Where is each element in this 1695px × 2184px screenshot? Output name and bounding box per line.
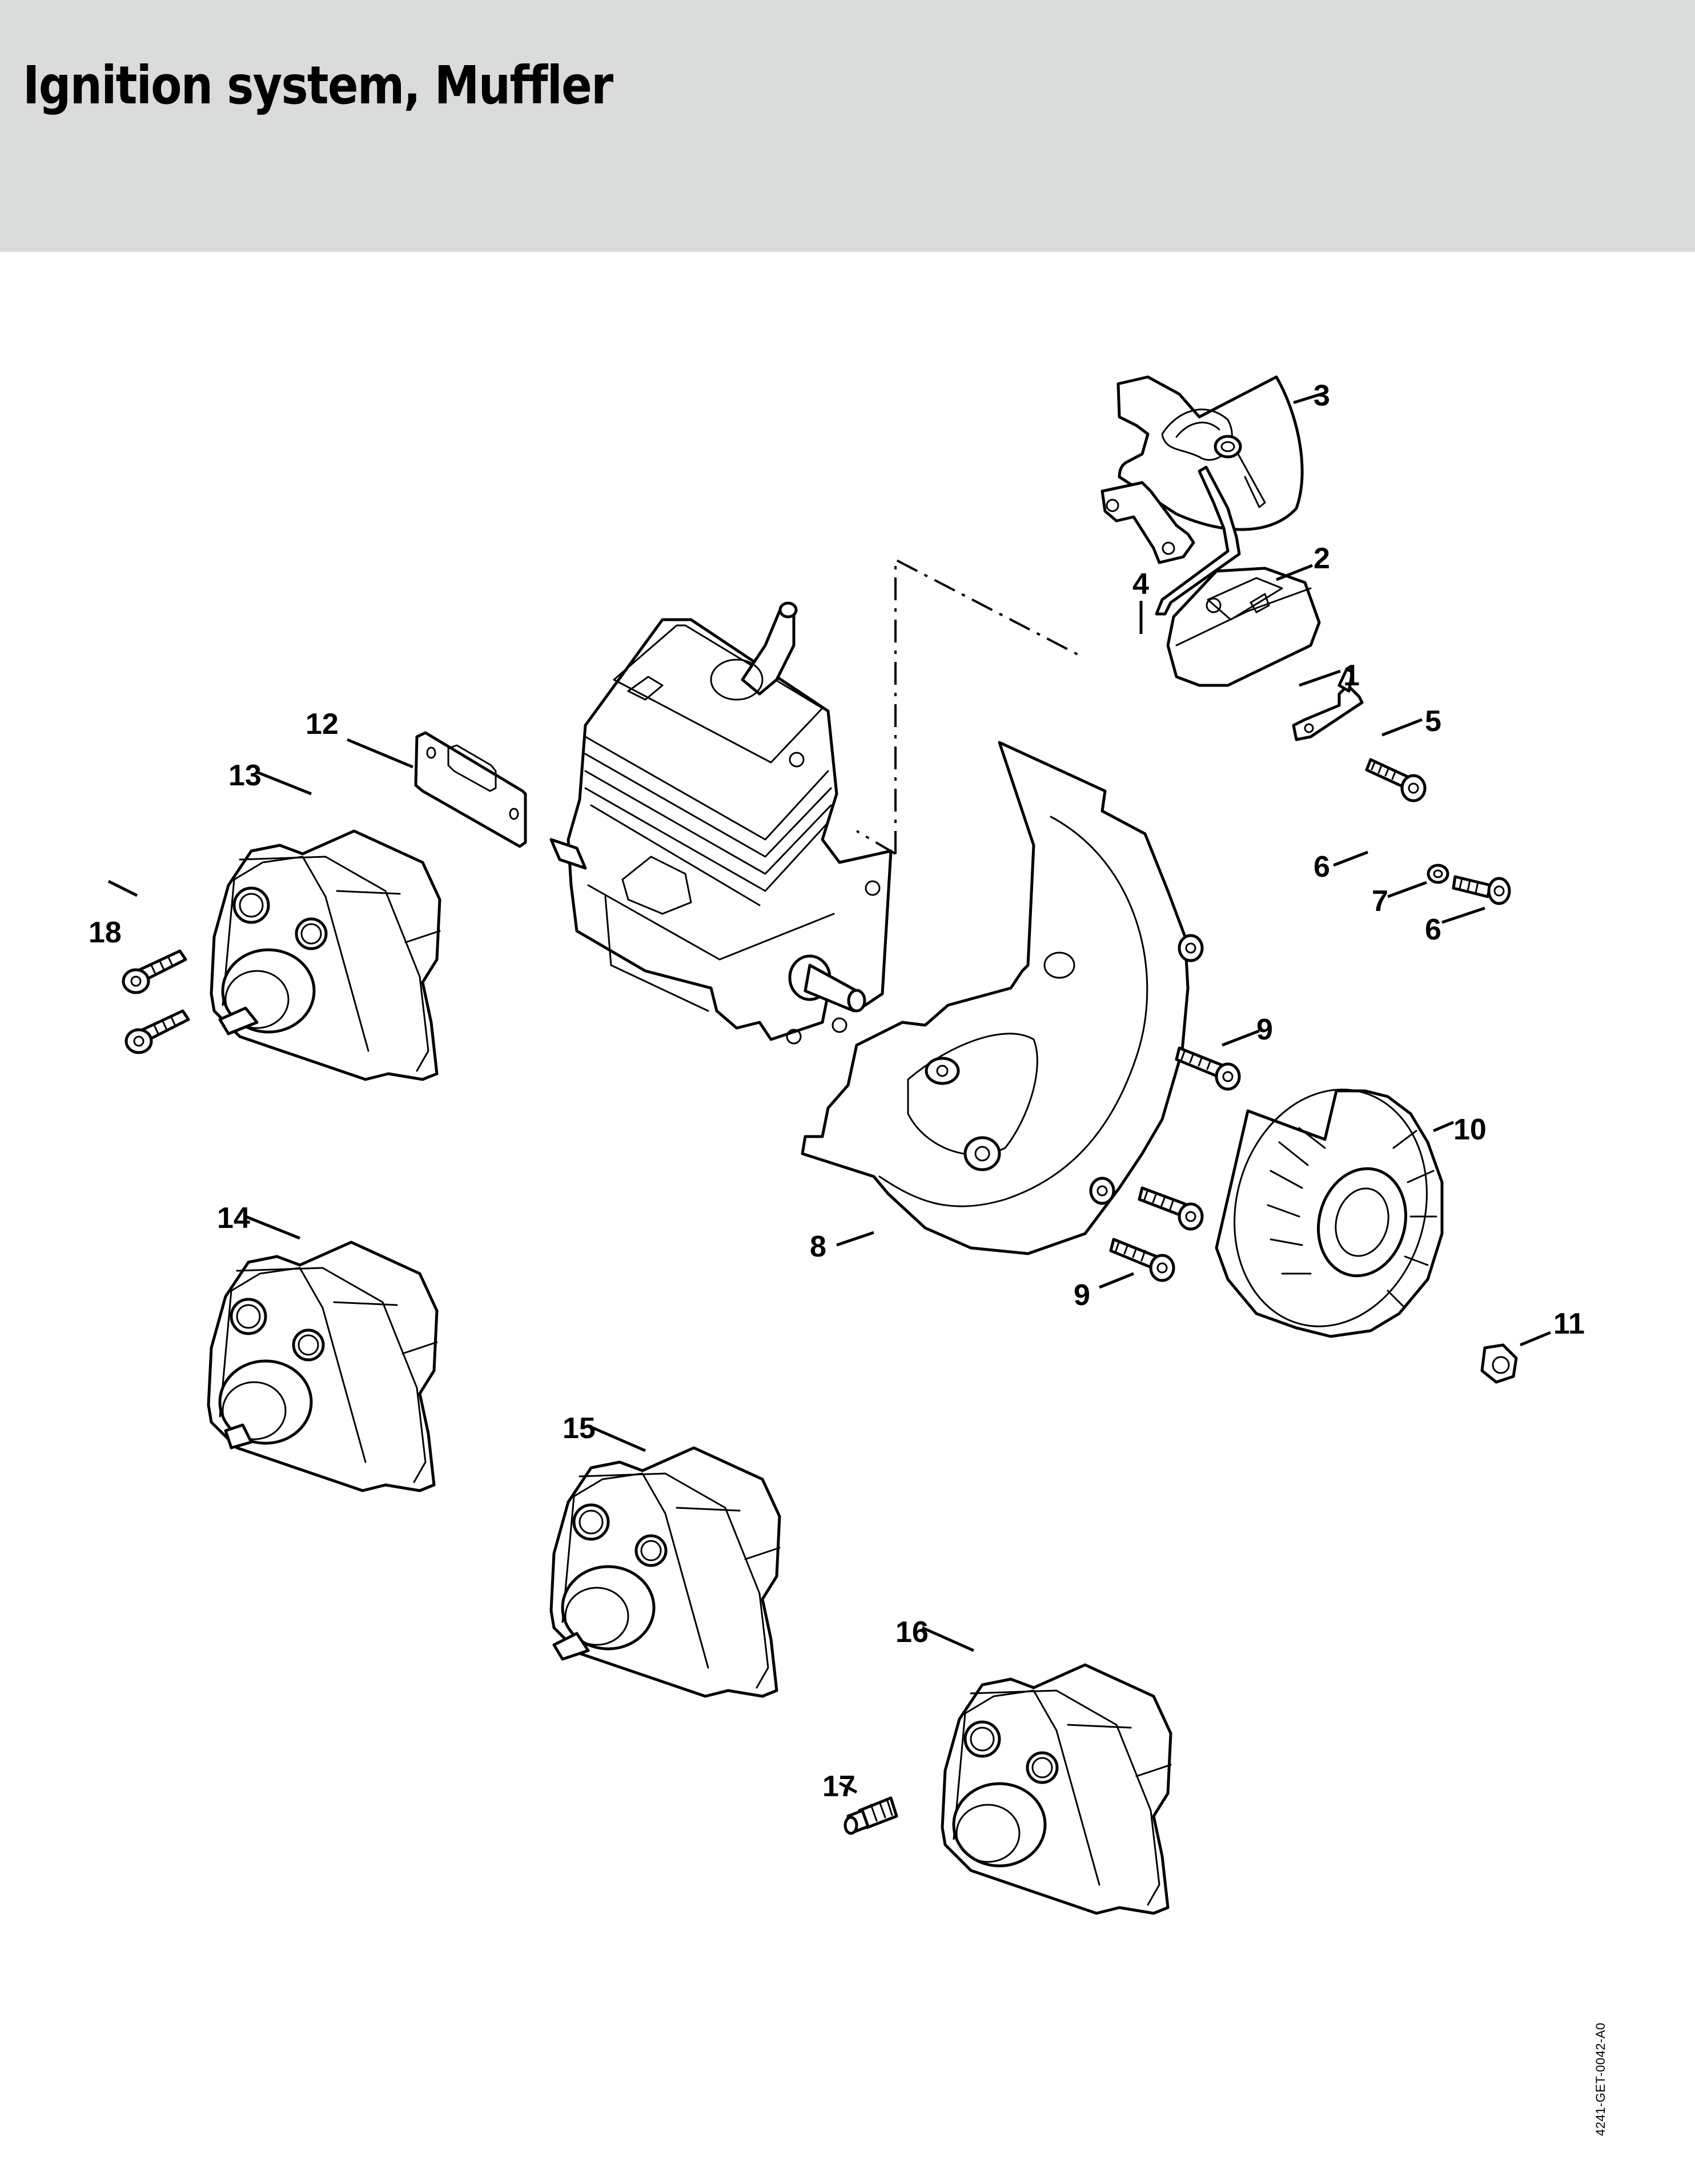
leader-17 bbox=[838, 1781, 858, 1794]
callout-11[interactable]: 11 bbox=[1553, 1307, 1585, 1340]
ignition-module-icon[interactable] bbox=[1166, 567, 1321, 687]
alignment-line bbox=[894, 557, 1083, 854]
muffler-gasket-icon[interactable] bbox=[414, 731, 527, 848]
callout-15[interactable]: 15 bbox=[563, 1412, 596, 1445]
leader-15 bbox=[592, 1426, 646, 1452]
leader-2 bbox=[1276, 564, 1313, 581]
leader-5 bbox=[1381, 718, 1423, 737]
screw-9-lower-icon[interactable] bbox=[1109, 1238, 1175, 1282]
washer-7-icon[interactable] bbox=[1427, 864, 1449, 884]
leader-lines bbox=[107, 391, 1551, 1794]
callout-4[interactable]: 4 bbox=[1132, 568, 1149, 601]
leader-16 bbox=[921, 1626, 975, 1652]
callout-17[interactable]: 17 bbox=[822, 1770, 855, 1803]
spark-plug-boot-cover-icon[interactable] bbox=[1116, 375, 1304, 531]
document-id: 4241-GET-0042-A0 bbox=[1593, 2022, 1608, 2136]
leader-7 bbox=[1387, 881, 1427, 898]
callout-2[interactable]: 2 bbox=[1314, 542, 1330, 575]
callout-10[interactable]: 10 bbox=[1453, 1113, 1487, 1146]
callout-7[interactable]: 7 bbox=[1372, 885, 1388, 918]
muffler-16-icon[interactable] bbox=[942, 1665, 1171, 1913]
muffler-15-icon[interactable] bbox=[551, 1448, 780, 1696]
callout-6-upper[interactable]: 6 bbox=[1314, 850, 1330, 884]
leader-18 bbox=[107, 880, 138, 897]
leader-6b bbox=[1441, 906, 1485, 924]
leader-9a bbox=[1222, 1029, 1260, 1047]
screw-6-upper-icon[interactable] bbox=[1365, 758, 1427, 802]
screw-6-lower-icon[interactable] bbox=[1452, 875, 1511, 905]
hex-nut-icon[interactable] bbox=[1480, 1343, 1518, 1384]
ignition-lead-icon bbox=[1155, 465, 1241, 616]
fan-housing-icon[interactable] bbox=[801, 741, 1204, 1255]
contact-bracket-icon[interactable] bbox=[1100, 481, 1195, 564]
muffler-14-icon[interactable] bbox=[208, 1242, 437, 1491]
muffler-screw-18-upper-icon[interactable] bbox=[122, 949, 187, 994]
callout-numbers: 3 2 4 1 5 6 7 6 9 10 11 9 8 12 13 18 14 … bbox=[89, 379, 1585, 1803]
callout-13[interactable]: 13 bbox=[228, 759, 262, 792]
leader-9b bbox=[1099, 1272, 1134, 1289]
callout-6-lower[interactable]: 6 bbox=[1425, 913, 1441, 946]
callout-9-lower[interactable]: 9 bbox=[1074, 1279, 1090, 1312]
callout-5[interactable]: 5 bbox=[1425, 705, 1441, 738]
leader-8 bbox=[836, 1231, 874, 1247]
spark-arresting-screen-icon[interactable] bbox=[844, 1796, 898, 1835]
leader-14 bbox=[245, 1215, 300, 1240]
page-title: Ignition system, Muffler bbox=[23, 55, 613, 116]
spring-clip-icon[interactable] bbox=[1214, 435, 1266, 508]
screw-9-middle-icon[interactable] bbox=[1138, 1186, 1204, 1231]
leader-10 bbox=[1433, 1121, 1454, 1133]
engine-cylinder-icon bbox=[549, 601, 893, 1045]
callout-8[interactable]: 8 bbox=[810, 1230, 826, 1263]
muffler-13-icon[interactable] bbox=[211, 831, 440, 1079]
leader-11 bbox=[1520, 1331, 1551, 1347]
header-band: Ignition system, Muffler bbox=[0, 0, 1695, 252]
screw-9-upper-icon[interactable] bbox=[1175, 1046, 1241, 1091]
callout-18[interactable]: 18 bbox=[89, 916, 122, 949]
leader-6a bbox=[1333, 850, 1368, 867]
callout-9-upper[interactable]: 9 bbox=[1256, 1013, 1273, 1046]
leader-12 bbox=[347, 738, 413, 769]
callout-3[interactable]: 3 bbox=[1314, 379, 1330, 412]
muffler-screw-18-lower-icon[interactable] bbox=[124, 1009, 190, 1054]
callout-1[interactable]: 1 bbox=[1343, 659, 1360, 692]
callout-14[interactable]: 14 bbox=[217, 1202, 250, 1235]
callout-16[interactable]: 16 bbox=[895, 1616, 929, 1649]
flywheel-icon[interactable] bbox=[1208, 1067, 1452, 1348]
leader-1 bbox=[1299, 669, 1341, 687]
callout-12[interactable]: 12 bbox=[306, 708, 339, 741]
short-circuit-bracket-icon[interactable] bbox=[1292, 668, 1364, 741]
leader-13 bbox=[256, 770, 312, 796]
leader-3 bbox=[1293, 391, 1326, 404]
